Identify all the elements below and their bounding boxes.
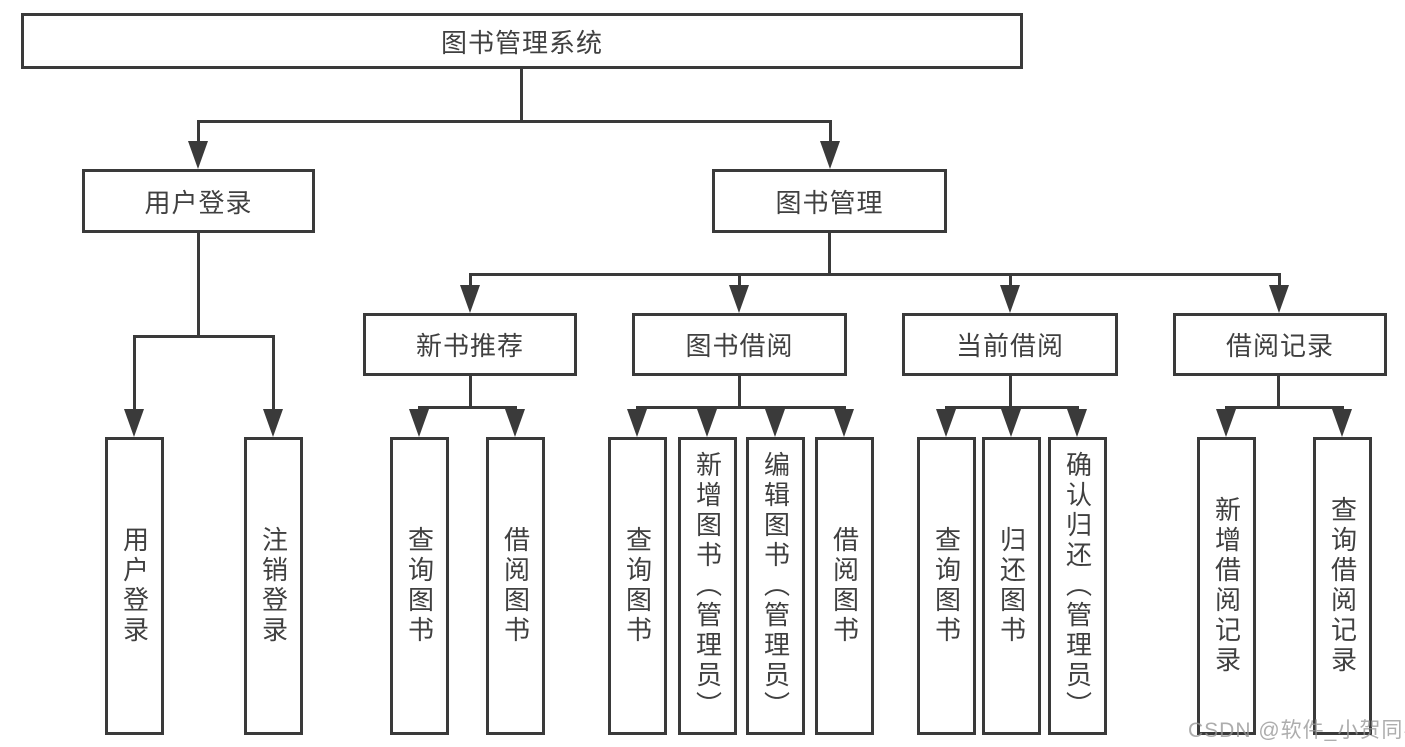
leaf-label: 归还图书 [996, 526, 1027, 646]
arrow-down-icon [1269, 285, 1289, 313]
arrow-down-icon [1332, 409, 1352, 437]
leaf-label: 借阅图书 [500, 526, 531, 646]
connector-line [520, 69, 523, 121]
leaf-label: 查询图书 [622, 526, 653, 646]
leaf-logout: 注销登录 [244, 437, 303, 735]
connector-line [1009, 273, 1012, 289]
connector-line [272, 335, 275, 411]
leaf-label: 新增借阅记录 [1211, 496, 1242, 676]
leaf-label: 查询借阅记录 [1327, 496, 1358, 676]
watermark: CSDN @软件_小贺同学 [1188, 719, 1405, 742]
arrow-down-icon [460, 285, 480, 313]
leaf-query-books: 查询图书 [390, 437, 449, 735]
node-user-login: 用户登录 [82, 169, 315, 233]
leaf-label: 借阅图书 [829, 526, 860, 646]
connector-line [738, 273, 741, 289]
connector-line [469, 273, 472, 289]
connector-line [133, 335, 136, 411]
arrow-down-icon [834, 409, 854, 437]
node-borrow-records: 借阅记录 [1173, 313, 1387, 376]
leaf-query-borrow-record: 查询借阅记录 [1313, 437, 1372, 735]
arrow-down-icon [1067, 409, 1087, 437]
leaf-edit-books-admin: 编辑图书（管理员） [746, 437, 805, 735]
leaf-label: 用户登录 [119, 526, 150, 646]
leaf-add-borrow-record: 新增借阅记录 [1197, 437, 1256, 735]
leaf-query-books: 查询图书 [608, 437, 667, 735]
leaf-user-login: 用户登录 [105, 437, 164, 735]
leaf-return-books: 归还图书 [982, 437, 1041, 735]
arrow-down-icon [1000, 285, 1020, 313]
node-current-borrow: 当前借阅 [902, 313, 1118, 376]
leaf-label: 编辑图书（管理员） [760, 451, 791, 721]
connector-line [828, 233, 831, 274]
connector-line [636, 406, 845, 409]
leaf-label: 新增图书（管理员） [692, 451, 723, 721]
connector-line [1277, 376, 1280, 407]
arrow-down-icon [409, 409, 429, 437]
arrow-down-icon [729, 285, 749, 313]
node-book-management: 图书管理 [712, 169, 947, 233]
connector-line [197, 233, 200, 336]
connector-line [1225, 406, 1343, 409]
arrow-down-icon [820, 141, 840, 169]
connector-line [469, 376, 472, 407]
arrow-down-icon [124, 409, 144, 437]
connector-line [829, 120, 832, 145]
connector-line [197, 120, 200, 145]
leaf-label: 注销登录 [258, 526, 289, 646]
arrow-down-icon [188, 141, 208, 169]
arrow-down-icon [936, 409, 956, 437]
leaf-borrow-books: 借阅图书 [486, 437, 545, 735]
node-new-book-recommend: 新书推荐 [363, 313, 577, 376]
node-root: 图书管理系统 [21, 13, 1023, 69]
connector-line [738, 376, 741, 407]
connector-line [197, 120, 831, 123]
connector-line [133, 335, 274, 338]
arrow-down-icon [627, 409, 647, 437]
node-book-borrow: 图书借阅 [632, 313, 847, 376]
leaf-label: 查询图书 [931, 526, 962, 646]
leaf-confirm-return-admin: 确认归还（管理员） [1048, 437, 1107, 735]
leaf-borrow-books: 借阅图书 [815, 437, 874, 735]
connector-line [469, 273, 1280, 276]
arrow-down-icon [1216, 409, 1236, 437]
leaf-label: 确认归还（管理员） [1062, 451, 1093, 721]
arrow-down-icon [1001, 409, 1021, 437]
connector-line [418, 406, 516, 409]
leaf-label: 查询图书 [404, 526, 435, 646]
leaf-query-books: 查询图书 [917, 437, 976, 735]
connector-line [1278, 273, 1281, 289]
connector-line [1009, 376, 1012, 407]
arrow-down-icon [765, 409, 785, 437]
leaf-add-books-admin: 新增图书（管理员） [678, 437, 737, 735]
arrow-down-icon [697, 409, 717, 437]
arrow-down-icon [505, 409, 525, 437]
arrow-down-icon [263, 409, 283, 437]
